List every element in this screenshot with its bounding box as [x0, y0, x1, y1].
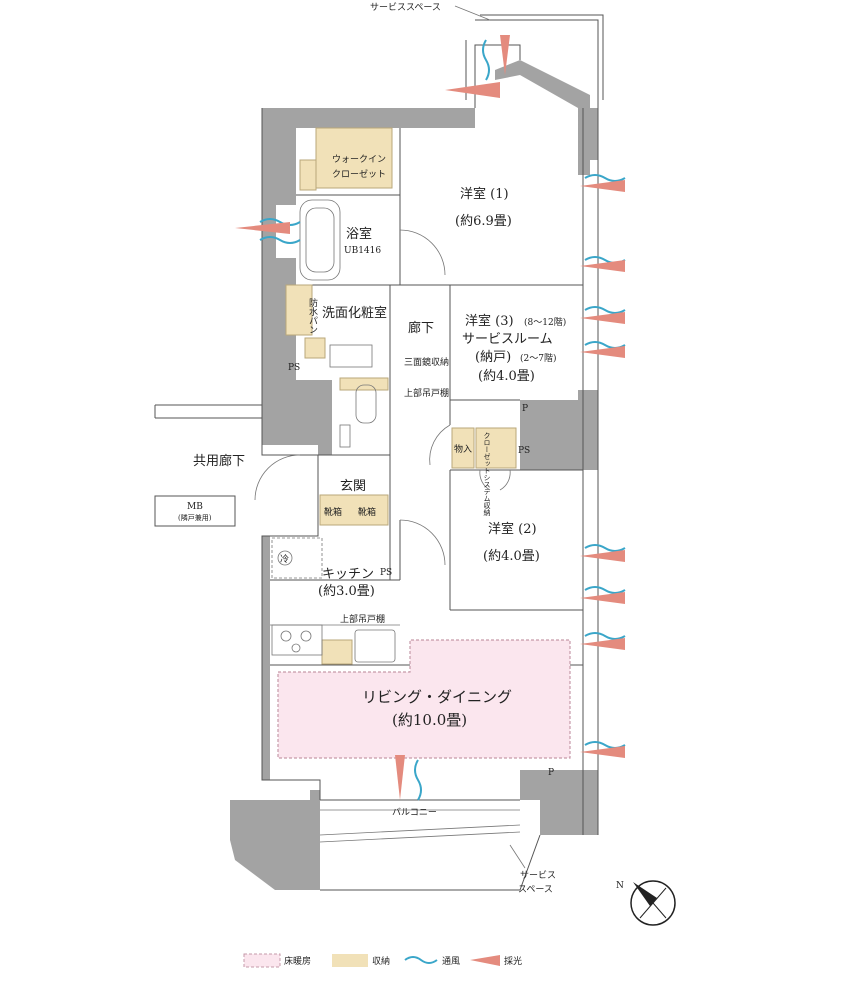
legend-ventilation-icon [404, 956, 438, 964]
label-rei: 冷 [280, 553, 289, 565]
legend: 床暖房 収納 通風 採光 [243, 953, 522, 968]
label-kyoyo-rouka: 共用廊下 [193, 453, 245, 469]
compass-needle-icon [633, 882, 657, 906]
legend-daylight: 採光 [504, 955, 522, 967]
label-bath: 浴室 [346, 226, 372, 242]
legend-storage: 収納 [372, 955, 390, 967]
label-bath-unit: UB1416 [344, 246, 381, 256]
floor-heating-area [277, 639, 571, 759]
label-compass-n: N [616, 881, 624, 891]
label-youshitsu3-size: (約4.0畳) [478, 369, 535, 384]
label-service-space-bottom-1: サービス [520, 870, 556, 881]
label-service-space-top: サービススペース [370, 2, 441, 13]
fixtures [271, 199, 396, 663]
label-genkan: 玄関 [340, 479, 366, 494]
shoe-cabinet [319, 494, 389, 526]
daylight-marks [235, 35, 625, 800]
storage-areas [285, 127, 517, 665]
label-mb-2: (隣戸兼用) [178, 513, 212, 522]
label-p-2: P [548, 768, 554, 778]
label-jobu-todana-2: 上部吊戸棚 [340, 613, 385, 625]
label-walkin-2: クローゼット [332, 168, 386, 180]
label-ps-3: PS [518, 446, 530, 456]
label-service-space-bottom-2: スペース [518, 885, 553, 895]
label-living-size: (約10.0畳) [392, 711, 467, 729]
label-rouka: 廊下 [408, 320, 434, 336]
legend-daylight-icon [470, 955, 500, 966]
outlines [154, 14, 604, 891]
label-senmen: 洗面化粧室 [322, 305, 387, 321]
label-walkin-1: ウォークイン [332, 154, 386, 165]
label-jobu-todana-1: 上部吊戸棚 [404, 387, 449, 399]
labels: サービススペース 洋室 (1) (約6.9畳) ウォークイン クローゼット 浴室… [178, 2, 566, 895]
label-nando: (納戸) [475, 350, 511, 365]
legend-ventilation: 通風 [442, 956, 460, 967]
label-youshitsu3: 洋室 (3) [465, 313, 514, 329]
monoire-closet [451, 427, 475, 469]
label-monoire: 物入 [454, 443, 472, 455]
system-closet [475, 427, 517, 469]
label-service-room: サービスルーム [462, 332, 553, 347]
label-youshitsu3-floors-a: (8〜12階) [524, 317, 566, 328]
label-sanmenkyo: 三面鏡収納 [404, 356, 449, 368]
compass: N [616, 880, 676, 926]
label-youshitsu2: 洋室 (2) [488, 521, 537, 537]
label-ps-2: PS [380, 568, 392, 578]
label-bousui-pan: 防水パン [307, 297, 318, 334]
label-youshitsu1: 洋室 (1) [460, 186, 509, 202]
label-p-1: P [522, 404, 528, 414]
walls [230, 60, 598, 890]
walkin-closet [315, 127, 393, 189]
legend-floor-heating-swatch [243, 953, 281, 968]
label-kutsubako-2: 靴箱 [358, 506, 376, 518]
label-kutsubako-1: 靴箱 [324, 506, 342, 518]
label-mb-1: MB [187, 502, 203, 512]
label-kitchen-size: (約3.0畳) [318, 584, 375, 599]
label-balcony: バルコニー [392, 807, 437, 818]
label-kitchen: キッチン [322, 567, 374, 582]
label-closet-system: クローゼットシステム収納 [483, 432, 491, 517]
legend-storage-swatch [332, 954, 368, 967]
legend-floor-heating: 床暖房 [284, 955, 311, 967]
compass-circle [630, 880, 676, 926]
label-youshitsu3-floors-b: (2〜7階) [520, 353, 556, 364]
label-living: リビング・ダイニング [362, 688, 512, 706]
waterproof-pan [285, 284, 313, 336]
label-youshitsu1-size: (約6.9畳) [455, 214, 512, 229]
label-youshitsu2-size: (約4.0畳) [483, 549, 540, 564]
label-ps-1: PS [288, 363, 300, 373]
